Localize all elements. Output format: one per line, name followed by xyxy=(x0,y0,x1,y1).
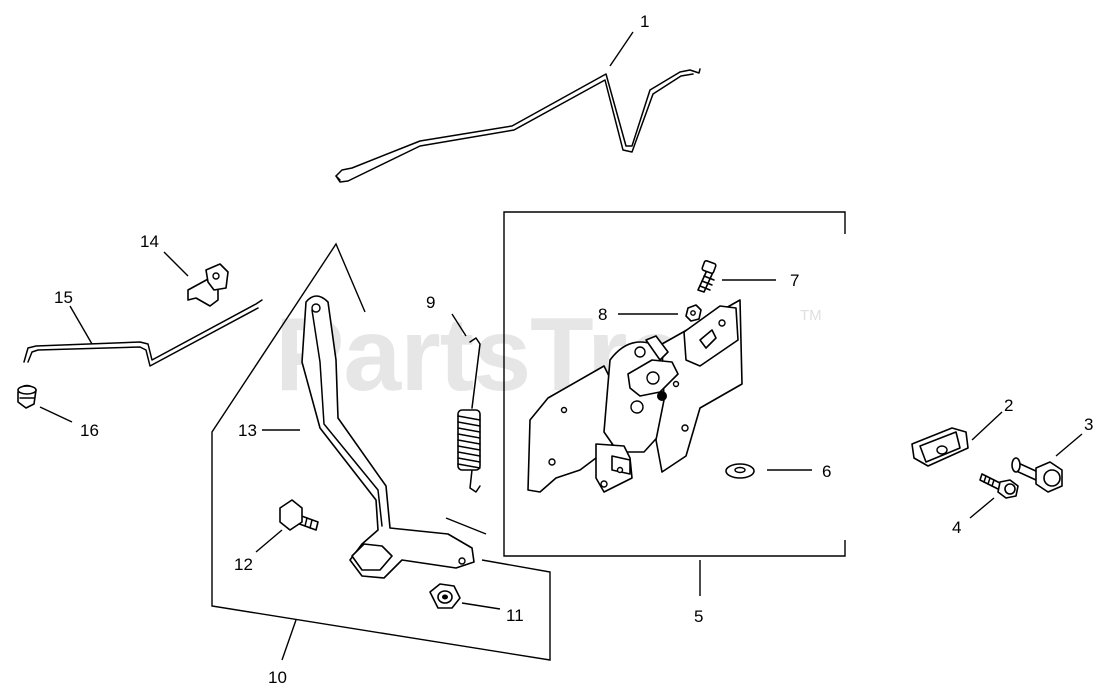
part-10-group-outline xyxy=(211,242,551,661)
part-5-control-plate[interactable] xyxy=(527,299,743,493)
part-6-washer[interactable] xyxy=(725,463,755,479)
leader-10 xyxy=(281,619,297,661)
callout-10[interactable]: 10 xyxy=(268,668,287,687)
leader-14 xyxy=(163,251,189,277)
part-14-clip[interactable] xyxy=(187,263,229,307)
part-5-group-box xyxy=(503,211,846,557)
part-4-bolt[interactable] xyxy=(979,473,1019,499)
leader-15 xyxy=(69,305,93,345)
part-9-spring[interactable] xyxy=(457,337,481,493)
callout-9[interactable]: 9 xyxy=(426,293,435,312)
leader-2 xyxy=(971,411,1003,441)
part-10-group-outline-tick xyxy=(445,517,487,535)
leader-4 xyxy=(969,497,995,519)
part-7-screw[interactable] xyxy=(697,260,717,293)
leader-16 xyxy=(39,406,73,423)
part-16-grommet[interactable] xyxy=(17,384,37,409)
callout-2[interactable]: 2 xyxy=(1004,396,1013,415)
callout-15[interactable]: 15 xyxy=(54,288,73,307)
callout-7[interactable]: 7 xyxy=(790,271,799,290)
callout-4[interactable]: 4 xyxy=(952,518,961,537)
callout-16[interactable]: 16 xyxy=(80,421,99,440)
callout-5[interactable]: 5 xyxy=(694,607,703,626)
part-2-clip[interactable] xyxy=(911,427,969,467)
callout-12[interactable]: 12 xyxy=(234,555,253,574)
part-13-lever[interactable] xyxy=(301,295,475,579)
callout-1[interactable]: 1 xyxy=(640,12,649,31)
leader-3 xyxy=(1055,433,1083,457)
leader-9 xyxy=(451,313,467,337)
watermark-trademark: TM xyxy=(800,307,822,324)
part-12-bolt[interactable] xyxy=(279,499,319,531)
callout-8[interactable]: 8 xyxy=(598,305,607,324)
callout-11[interactable]: 11 xyxy=(506,606,524,625)
part-3-bolt[interactable] xyxy=(1011,457,1063,493)
part-8-nut[interactable] xyxy=(685,304,702,322)
callout-14[interactable]: 14 xyxy=(140,232,159,251)
leader-1 xyxy=(609,31,634,67)
callout-13[interactable]: 13 xyxy=(238,421,257,440)
part-15-rod[interactable] xyxy=(23,299,263,367)
part-11-nut[interactable] xyxy=(429,583,461,609)
leader-12 xyxy=(255,529,283,553)
callout-3[interactable]: 3 xyxy=(1084,415,1093,434)
leader-11 xyxy=(461,602,501,610)
callout-6[interactable]: 6 xyxy=(822,462,831,481)
part-1-rod[interactable] xyxy=(335,68,701,183)
